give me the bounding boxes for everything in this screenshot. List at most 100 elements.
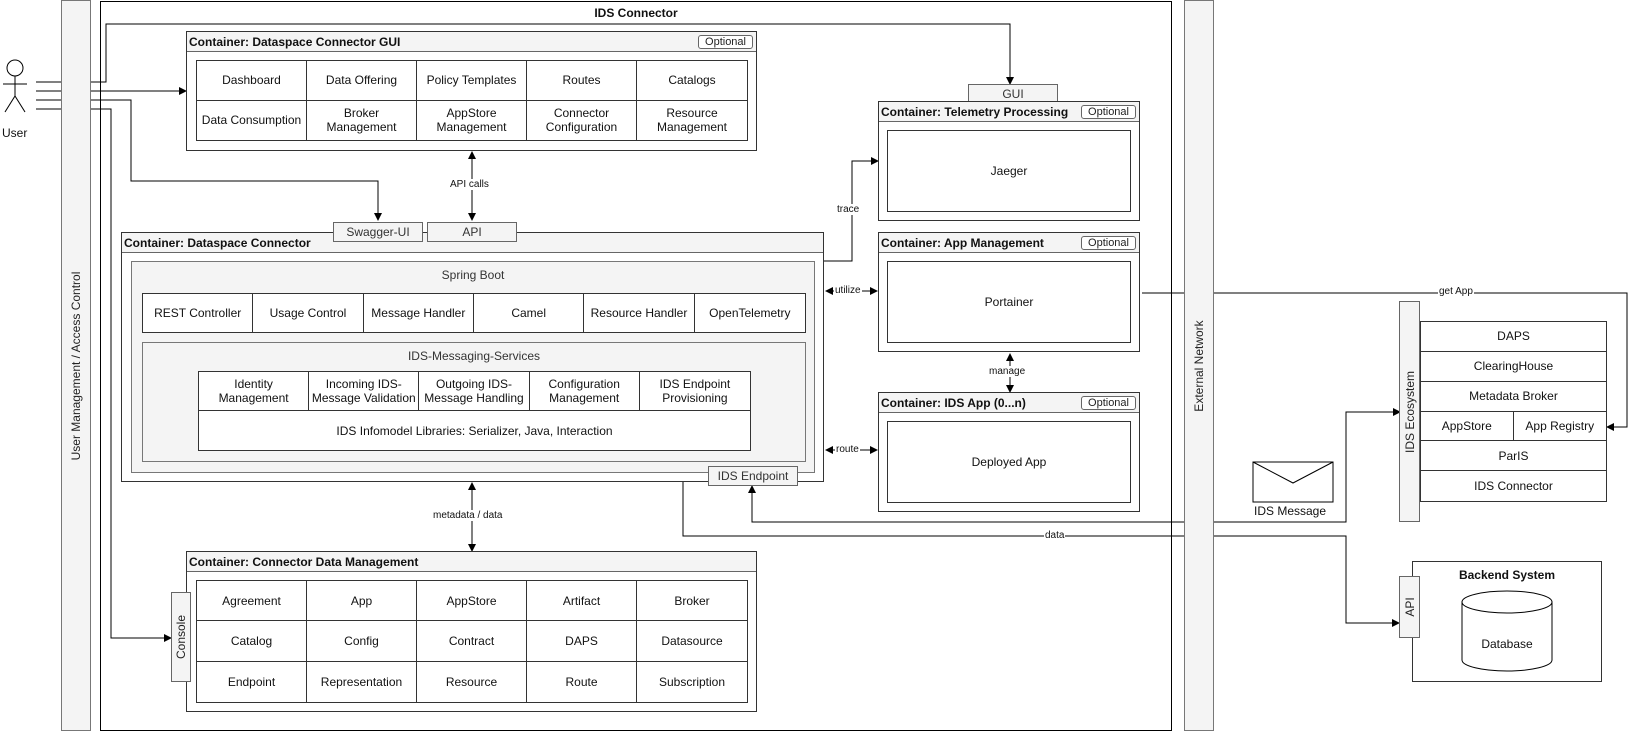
route-label: route: [835, 444, 860, 455]
dsc-title: Container: Dataspace Connector: [122, 233, 823, 253]
optional-badge: Optional: [1081, 396, 1136, 410]
gui-cell-resource-management: Resource Management: [656, 106, 728, 135]
component-opentelemetry: OpenTelemetry: [709, 306, 791, 320]
eco-metadata-broker: Metadata Broker: [1421, 382, 1606, 412]
dm-cell-daps: DAPS: [527, 621, 637, 662]
gui-cell-data-offering: Data Offering: [307, 61, 417, 101]
gui-cell-policy-templates: Policy Templates: [417, 61, 527, 101]
component-configuration-management: Configuration Management: [529, 372, 640, 411]
optional-badge: Optional: [1081, 105, 1136, 119]
optional-badge: Optional: [698, 35, 753, 49]
component-incoming-message-validation: Incoming IDS-Message Validation: [309, 372, 420, 411]
component-camel: Camel: [474, 294, 585, 332]
api-tab: API: [427, 222, 517, 242]
get-app-line: [1142, 292, 1628, 431]
dm-cell-artifact: Artifact: [527, 581, 637, 622]
gui-tab: GUI: [968, 84, 1058, 104]
data-management-title: Container: Connector Data Management: [187, 552, 756, 572]
gui-cell-broker-management: Broker Management: [307, 100, 417, 140]
trace-label: trace: [836, 204, 861, 215]
dm-cell-datasource: Datasource: [637, 621, 747, 662]
user-to-swagger-line: [36, 99, 382, 221]
dsc-container: Container: Dataspace Connector Spring Bo…: [121, 232, 824, 482]
backend-system-title: Backend System: [1458, 568, 1556, 582]
get-app-label: get App: [1438, 286, 1474, 297]
optional-badge: Optional: [1081, 236, 1136, 250]
access-control-bar: User Management / Access Control: [61, 0, 91, 731]
dm-cell-config: Config: [307, 621, 417, 662]
eco-clearinghouse: ClearingHouse: [1421, 352, 1606, 382]
gui-cell-data-consumption: Data Consumption: [197, 100, 307, 140]
external-network-label: External Network: [1192, 319, 1206, 412]
ids-app-container: Container: IDS App (0...n)Optional Deplo…: [878, 392, 1140, 512]
backend-api-label: API: [1402, 597, 1417, 617]
ids-message-label: IDS Message: [1254, 504, 1327, 518]
dm-cell-app: App: [307, 581, 417, 622]
user-label: User: [2, 126, 28, 140]
component-identity-management: Identity Management: [199, 372, 310, 411]
portainer-box: Portainer: [887, 261, 1131, 343]
ids-endpoint-tab: IDS Endpoint: [708, 466, 798, 486]
spring-boot-title: Spring Boot: [441, 268, 505, 282]
eco-ids-connector: IDS Connector: [1474, 479, 1553, 494]
spring-boot-grid: REST Controller Usage Control Message Ha…: [142, 293, 806, 333]
deployed-app-box: Deployed App: [887, 421, 1131, 503]
dm-cell-appstore: AppStore: [417, 581, 527, 622]
metadata-data-label: metadata / data: [432, 510, 504, 521]
component-usage-control: Usage Control: [253, 294, 364, 332]
gui-cell-appstore-management: AppStore Management: [417, 100, 527, 140]
data-management-container: Container: Connector Data Management Agr…: [186, 551, 757, 712]
data-line: [682, 480, 1400, 627]
database-label: Database: [1481, 637, 1533, 651]
ids-messaging-grid: Identity Management Incoming IDS-Message…: [198, 371, 751, 451]
dm-cell-resource: Resource: [417, 661, 527, 702]
dsc-gui-grid: Dashboard Data Offering Policy Templates…: [196, 60, 748, 141]
dm-cell-catalog: Catalog: [197, 621, 307, 662]
user-icon: [3, 59, 27, 113]
swagger-ui-tab: Swagger-UI: [333, 222, 423, 242]
data-management-grid: Agreement App AppStore Artifact Broker C…: [196, 580, 748, 703]
utilize-label: utilize: [834, 285, 862, 296]
dm-cell-broker: Broker: [637, 581, 747, 622]
dm-cell-subscription: Subscription: [658, 674, 726, 689]
ids-ecosystem-label: IDS Ecosystem: [1402, 370, 1417, 453]
ids-messaging-box: IDS-Messaging-Services Identity Manageme…: [142, 342, 806, 462]
jaeger-box: Jaeger: [887, 130, 1131, 212]
eco-appstore: AppStore: [1421, 411, 1514, 442]
gui-cell-connector-configuration: Connector Configuration: [527, 100, 637, 140]
component-resource-handler: Resource Handler: [584, 294, 695, 332]
ids-connector-title: IDS Connector: [594, 6, 678, 20]
spring-boot-box: Spring Boot REST Controller Usage Contro…: [131, 261, 815, 473]
ids-message-line: [748, 408, 1401, 523]
ids-infomodel-libraries: IDS Infomodel Libraries: Serializer, Jav…: [336, 423, 613, 438]
eco-paris: ParIS: [1421, 441, 1606, 472]
database-icon: [1461, 590, 1553, 672]
ids-ecosystem-list: DAPS ClearingHouse Metadata Broker AppSt…: [1420, 321, 1607, 502]
external-network-bar: External Network: [1184, 0, 1214, 731]
ids-app-title: Container: IDS App (0...n)Optional: [879, 393, 1139, 413]
eco-daps: DAPS: [1421, 322, 1606, 352]
component-outgoing-message-handling: Outgoing IDS-Message Handling: [419, 372, 530, 411]
gui-cell-catalogs: Catalogs: [637, 61, 747, 101]
component-message-handler: Message Handler: [364, 294, 474, 332]
backend-api-tab: API: [1399, 576, 1420, 638]
eco-app-registry: App Registry: [1513, 412, 1606, 442]
gui-cell-dashboard: Dashboard: [197, 61, 307, 101]
component-ids-endpoint-provisioning: IDS Endpoint Provisioning: [639, 372, 750, 411]
dm-cell-route: Route: [527, 661, 637, 702]
ids-messaging-title: IDS-Messaging-Services: [407, 349, 541, 363]
dm-cell-agreement: Agreement: [197, 581, 307, 622]
component-rest-controller: REST Controller: [143, 294, 254, 332]
dm-cell-endpoint: Endpoint: [197, 661, 307, 702]
dm-cell-contract: Contract: [417, 621, 527, 662]
console-label: Console: [174, 614, 188, 660]
data-label: data: [1044, 530, 1066, 541]
access-control-label: User Management / Access Control: [69, 271, 83, 460]
dm-cell-representation: Representation: [307, 661, 417, 702]
